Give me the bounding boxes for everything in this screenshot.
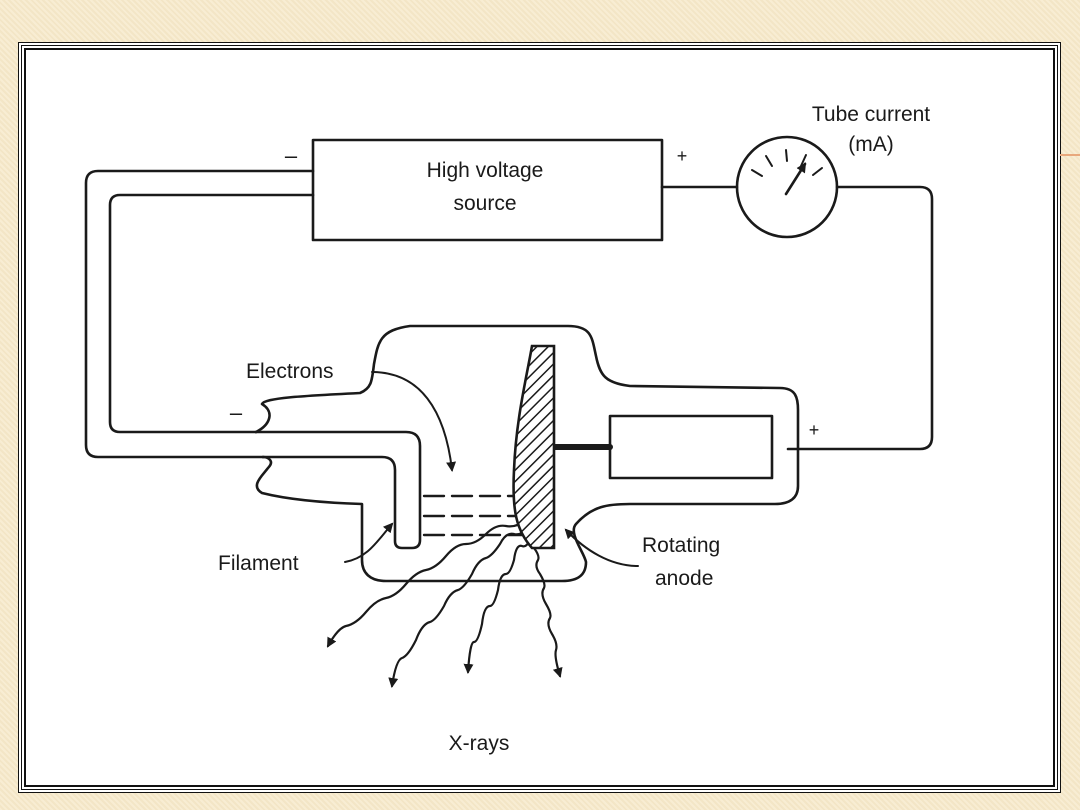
label-high-voltage-line2: source (453, 192, 516, 215)
electrons-pointer (371, 371, 457, 472)
label-high-voltage-line1: High voltage (427, 159, 544, 182)
wire-cathode-inner (108, 193, 315, 434)
label-plus-right: + (809, 420, 820, 440)
filament-pointer (344, 522, 394, 563)
electron-beam (422, 494, 528, 537)
wire-cathode-outer (84, 169, 315, 459)
label-minus-left: – (230, 400, 243, 425)
glass-envelope (254, 324, 800, 583)
high-voltage-source-box (311, 138, 664, 242)
label-tube-current: Tube current (812, 103, 930, 126)
filament-lead (254, 430, 422, 550)
rotating-anode-disc (512, 344, 556, 550)
label-electrons: Electrons (246, 360, 334, 383)
label-filament: Filament (218, 552, 299, 575)
label-plus-top: + (677, 146, 688, 166)
anode-pointer (564, 528, 639, 567)
accent-line (1060, 154, 1080, 156)
label-xrays: X-rays (449, 732, 510, 755)
xray-waves (326, 518, 563, 688)
label-rotating: Rotating (642, 534, 720, 557)
meter-ticks (751, 149, 823, 177)
meter-needle (784, 162, 807, 196)
label-minus-top: – (285, 143, 298, 168)
anode-rotor-housing (608, 414, 774, 480)
label-anode: anode (655, 567, 713, 590)
label-tube-current-unit: (mA) (848, 133, 894, 156)
wire-meter-to-anode (786, 185, 934, 451)
